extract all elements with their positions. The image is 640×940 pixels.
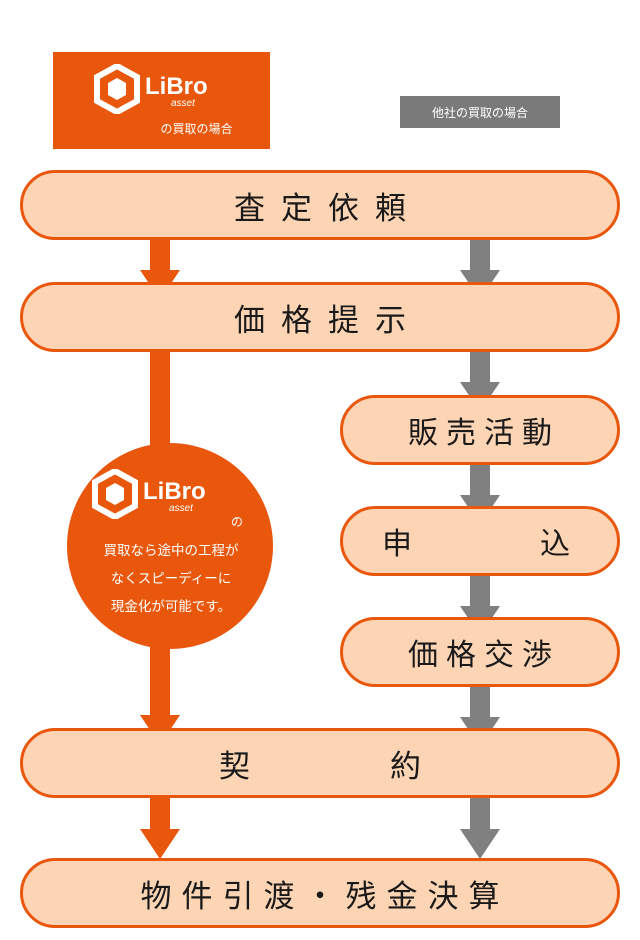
step-moushikomi: 申 込 [340,506,620,576]
step-hikiwatashi-label: 物件引渡・残金決算 [140,878,510,915]
libro-logo-text: LiBro [145,73,208,100]
gray-arrow-6 [460,797,500,859]
step-hanbai-label: 販売活動 [408,416,560,451]
circle-no: の [231,515,244,529]
step-satei-label: 査定依頼 [234,190,422,227]
libro-logo-sub: asset [171,98,196,109]
libro-benefit-circle: LiBro asset の 買取なら途中の工程が なくスピーディーに 現金化が可… [67,443,273,649]
step-keiyaku-char1: 契 [219,748,250,785]
step-kakaku-teiji: 価格提示 [20,282,620,352]
libro-caption: の買取の場合 [160,122,233,136]
step-hikiwatashi-kessan: 物件引渡・残金決算 [20,858,620,928]
orange-arrow-last [140,797,180,859]
circle-line-3: 現金化が可能です。 [110,599,232,615]
circle-line-1: 買取なら途中の工程が [103,543,239,559]
step-hanbai-katsudou: 販売活動 [340,395,620,465]
step-moushi-char1: 申 [382,527,420,562]
libro-logo: LiBro asset [94,64,208,114]
other-company-badge: 他社の買取の場合 [400,96,560,128]
libro-badge: LiBro asset の買取の場合 [53,52,270,149]
step-kakaku-label: 価格提示 [234,302,422,339]
step-keiyaku-char2: 約 [390,748,421,785]
circle-hexagon-icon [92,469,138,519]
step-kakaku-koushou: 価格交渉 [340,617,620,687]
circle-logo-text: LiBro [143,478,206,505]
circle-line-2: なくスピーディーに [110,571,232,587]
circle-logo-sub: asset [169,503,194,514]
other-caption: 他社の買取の場合 [431,105,528,120]
step-keiyaku: 契 約 [20,728,620,798]
circle-libro-logo: LiBro asset [92,469,206,519]
step-moushi-char2: 込 [540,527,578,562]
step-satei-irai: 査定依頼 [20,170,620,240]
step-koushou-label: 価格交渉 [408,638,560,673]
libro-hexagon-icon [94,64,140,114]
circle-description: 買取なら途中の工程が なくスピーディーに 現金化が可能です。 [81,537,261,621]
